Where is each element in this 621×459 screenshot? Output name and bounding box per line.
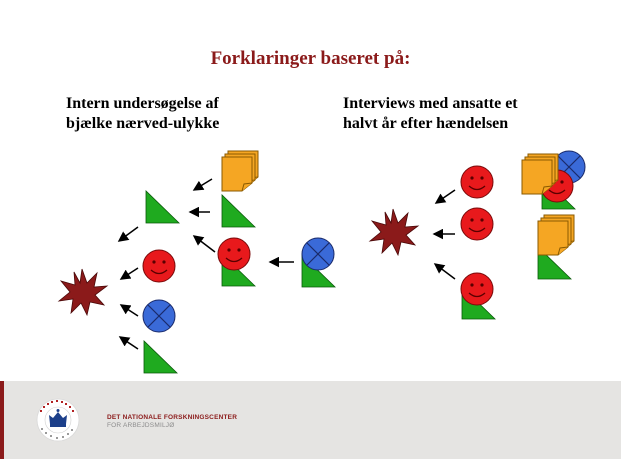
crossed-circle-icon [142,299,176,333]
arrow-icon [432,189,456,280]
face-icon [460,165,494,199]
right-heading-line-1: Interviews med ansatte et [343,95,518,112]
explosion-icon [369,208,419,256]
face-icon [142,249,176,283]
triangle-icon [221,194,256,228]
face-icon [460,272,496,320]
left-heading-line-2: bjælke nærved-ulykke [66,115,220,132]
org-subtitle: FOR ARBEJDSMILJØ [107,422,175,429]
org-name: DET NATIONALE FORSKNINGSCENTER [107,414,238,421]
footer: DET NATIONALE FORSKNINGSCENTER FOR ARBEJ… [0,381,621,459]
right-diagram [369,150,586,320]
footer-accent-bar [0,381,4,459]
crown-logo-icon [36,398,80,442]
right-column-heading: Interviews med ansatte et halvt år efter… [343,94,518,134]
left-column-heading: Intern undersøgelse af bjælke nærved-uly… [66,94,219,134]
right-heading-line-2: halvt år efter hændelsen [343,115,509,132]
document-stack-icon [537,215,574,280]
left-diagram [58,151,336,374]
slide-title: Forklaringer baseret på: [210,48,411,69]
explosion-icon [58,268,108,316]
face-icon [460,207,494,241]
triangle-icon [145,190,180,224]
left-heading-line-1: Intern undersøgelse af [66,95,219,112]
document-stack-icon [222,151,258,191]
face-icon [217,237,256,287]
triangle-icon [143,340,178,374]
causal-diagram [58,150,586,374]
arrow-icon [117,178,294,350]
crossed-circle-icon [301,237,336,288]
